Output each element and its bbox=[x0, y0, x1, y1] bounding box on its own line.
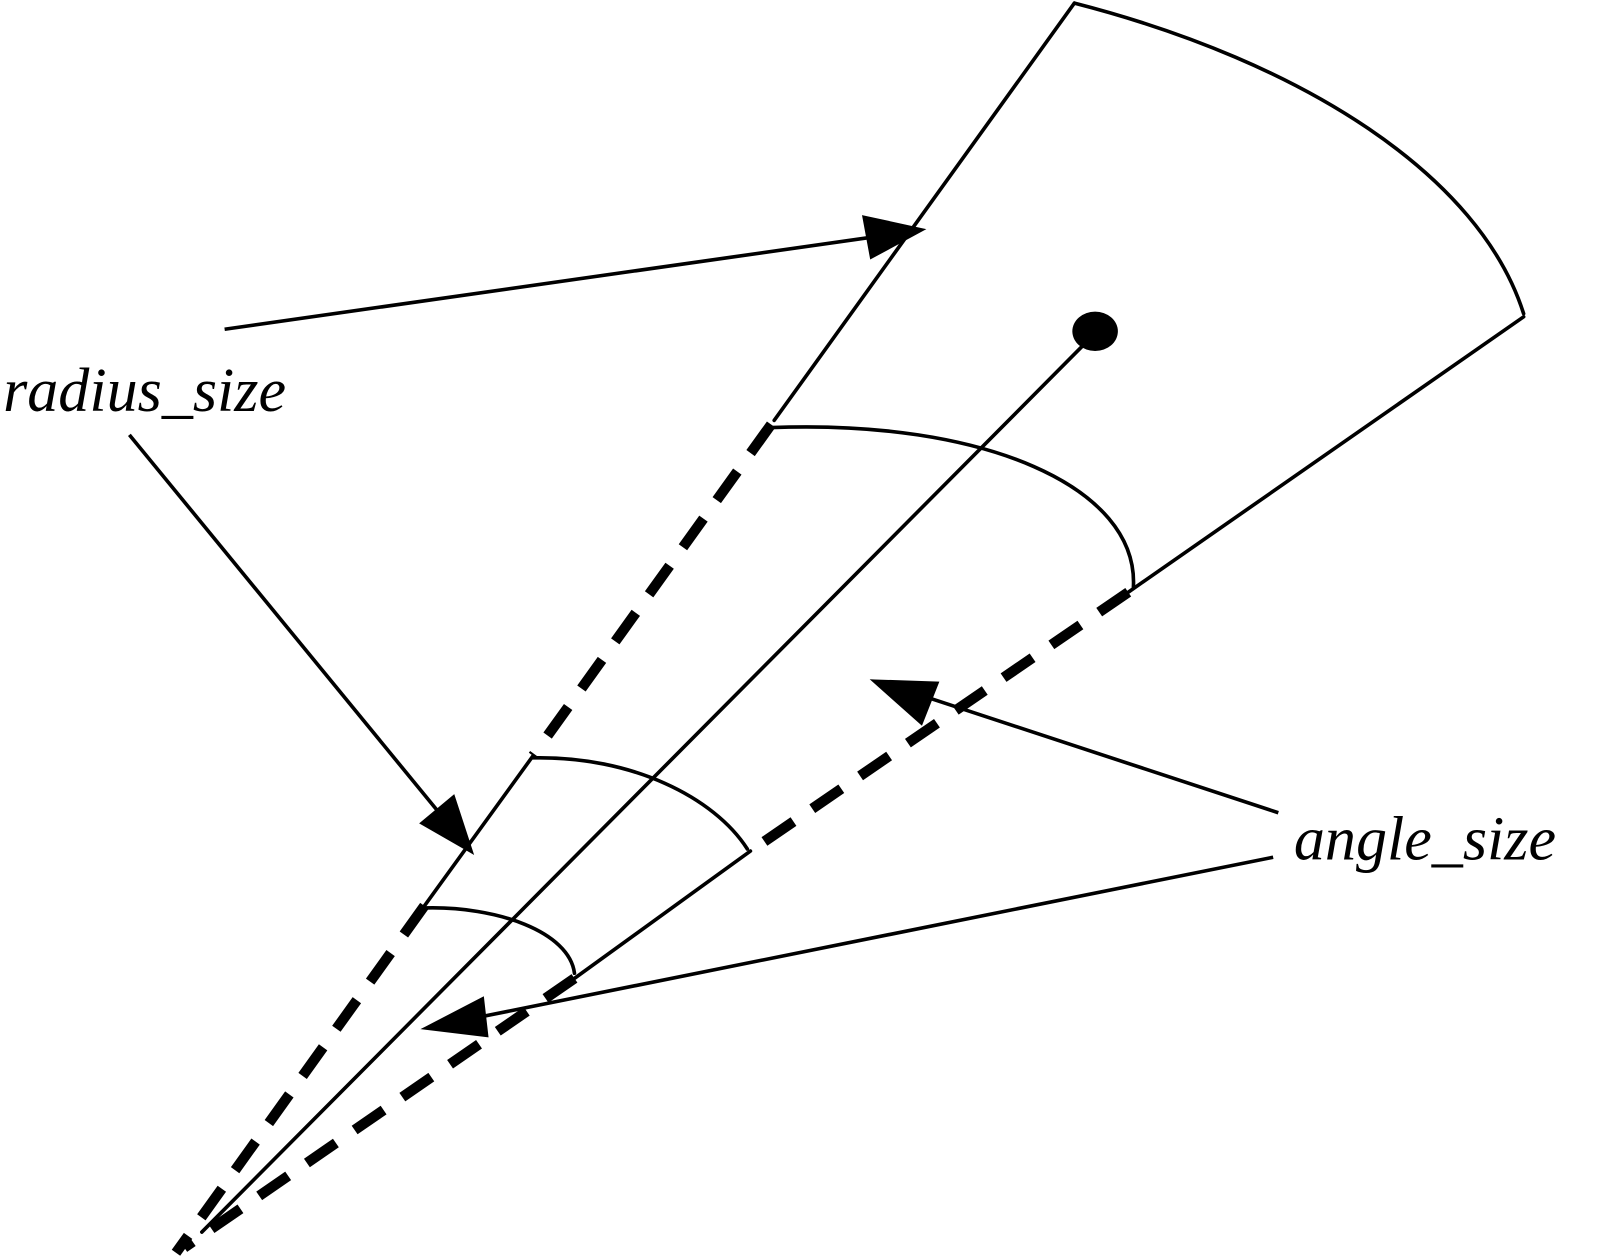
arrowhead-icon bbox=[869, 679, 940, 726]
inner-left-segment bbox=[422, 753, 535, 908]
radius-size-label: radius_size bbox=[3, 357, 286, 425]
arc-medium bbox=[531, 756, 750, 851]
radius-arrow-2 bbox=[127, 433, 447, 822]
dashed-left-upper bbox=[528, 421, 776, 759]
outer-arc bbox=[1072, 1, 1526, 316]
arrowhead-icon bbox=[419, 794, 475, 855]
outer-left-edge bbox=[772, 1, 1077, 423]
arrowhead-icon bbox=[420, 996, 489, 1038]
arrowhead-icon bbox=[862, 215, 927, 260]
angle-size-label: angle_size bbox=[1294, 805, 1556, 873]
center-dot bbox=[1072, 311, 1118, 351]
inner-right-segment bbox=[572, 849, 753, 981]
arc-large bbox=[769, 425, 1136, 589]
angle-arrow-1 bbox=[915, 691, 1279, 815]
angle-arrow-2 bbox=[465, 855, 1274, 1022]
arc-small bbox=[422, 906, 577, 976]
radius-arrow-1 bbox=[224, 234, 881, 332]
dashed-right-upper bbox=[747, 587, 1132, 856]
dashed-right-lower bbox=[181, 974, 578, 1252]
outer-right-edge bbox=[1126, 315, 1526, 595]
dashed-left-lower bbox=[171, 902, 429, 1256]
center-line bbox=[200, 345, 1084, 1234]
